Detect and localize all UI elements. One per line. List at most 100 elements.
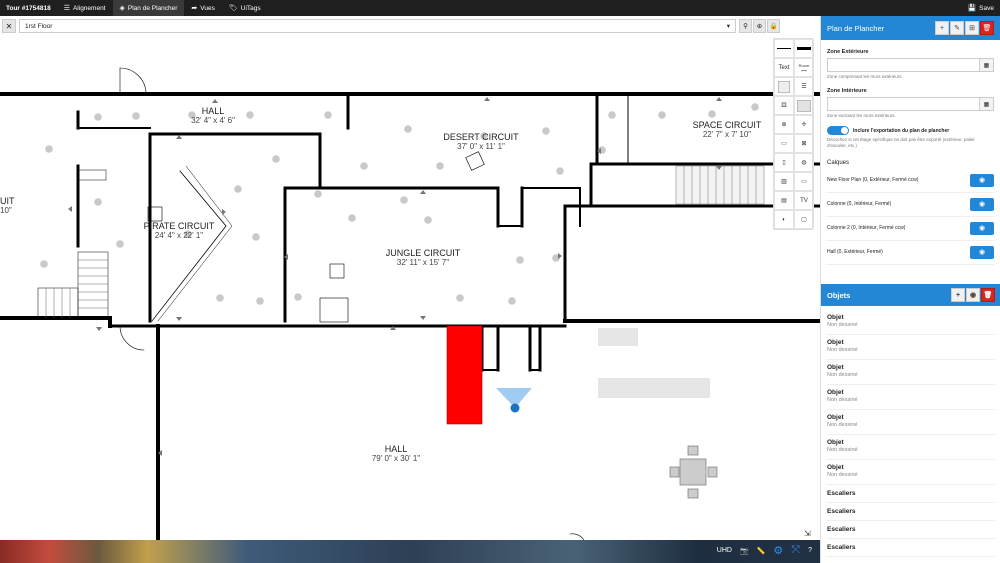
zoom-button[interactable]: ⊕ [753, 19, 766, 33]
object-title: Objet [827, 414, 844, 421]
floor-plan-canvas[interactable]: HALL 32' 4" x 4' 6" DESERT CIRCUIT 37' 0… [0, 16, 820, 563]
table-tool[interactable]: ⊕ [774, 115, 794, 134]
settings-icon[interactable]: ⚙ [773, 545, 784, 557]
layer-name: New Floor Plan (0, Extérieur, Fermé ccw) [827, 177, 919, 184]
floor-select[interactable]: 1rst Floor ▾ [19, 19, 736, 33]
trash-icon: 🗑 [982, 25, 992, 32]
layer-row[interactable]: Colonne (0, Intérieur, Fermé)◉ [827, 193, 994, 217]
tab-label: Plan de Plancher [127, 4, 178, 12]
dining-tool[interactable]: ✢ [794, 115, 814, 134]
text-tool[interactable]: Text [774, 58, 794, 77]
calculator-button[interactable]: ▦ [980, 58, 994, 72]
add-button[interactable]: + [935, 21, 949, 35]
square-icon [778, 80, 790, 93]
tv-tool[interactable]: TV [794, 191, 814, 210]
expand-icon[interactable]: ⇲ [804, 529, 811, 538]
list-item[interactable]: Escaliers [827, 539, 995, 557]
room-label-space-circuit: SPACE CIRCUIT 22' 7" x 7' 10" [676, 120, 778, 139]
tab-alignement[interactable]: ☰Alignement [57, 0, 113, 16]
room-tool[interactable]: Room⟷ [794, 58, 814, 77]
layer-row[interactable]: Colonne 2 (0, Intérieur, Fermé ccw) ◉ [827, 217, 994, 241]
close-icon: ✕ [5, 21, 13, 31]
room-dims: 32' 11" x 15' 7" [396, 258, 450, 267]
calculator-button[interactable]: ▦ [980, 97, 994, 111]
room-dims: 37' 0" x 11' 1" [457, 142, 505, 151]
room-dims: 79' 0" x 30' 1" [371, 454, 421, 463]
object-status: Non dessiné [827, 322, 858, 328]
object-status: Non dessiné [827, 372, 858, 378]
floor-toolbar: ✕ 1rst Floor ▾ ⚲ ⊕ 🔒 [2, 19, 780, 33]
layer-name: Colonne 2 (0, Intérieur, Fermé ccw) [827, 225, 906, 232]
list-item[interactable]: Escaliers [827, 485, 995, 503]
wardrobe-tool[interactable]: ▥ [774, 172, 794, 191]
zone-exterieure-input[interactable] [827, 58, 980, 72]
include-export-help: Décochez si cet étage spécifique ne doit… [827, 137, 975, 149]
camera-icon[interactable]: 📷 [739, 547, 749, 555]
edit-button[interactable]: ✎ [950, 21, 964, 35]
visibility-button[interactable]: ◉ [970, 197, 994, 211]
tab-vues[interactable]: ➦Vues [184, 0, 221, 16]
location-button[interactable]: ⚲ [739, 19, 752, 33]
layer-row[interactable]: New Floor Plan (0, Extérieur, Fermé ccw)… [827, 169, 994, 193]
tab-uitags[interactable]: 🏷UiTags [222, 0, 268, 16]
bathtub-tool[interactable]: ▢ [794, 210, 814, 229]
floor-plan-drawing[interactable] [0, 16, 820, 563]
floor-tile-tool[interactable] [774, 77, 794, 96]
stairs-tool[interactable]: ☰ [794, 77, 814, 96]
toilet-icon: ◍ [801, 160, 807, 166]
top-bar: Tour #1754818 ☰Alignement ◈Plan de Planc… [0, 0, 1000, 16]
stove-tool[interactable]: ⚃ [774, 96, 794, 115]
eye-icon: ◉ [978, 249, 986, 257]
monitor-tool[interactable]: ▭ [794, 172, 814, 191]
delete-button[interactable]: 🗑 [980, 21, 994, 35]
room-label-pirate-circuit: PIRATE CIRCUIT 24' 4" x 22' 1" [126, 221, 232, 240]
add-object-button[interactable]: + [951, 288, 965, 302]
toilet-tool[interactable]: ◍ [794, 153, 814, 172]
visibility-button[interactable]: ◉ [970, 173, 994, 187]
fridge-tool[interactable]: ▯ [774, 153, 794, 172]
shelf-tool[interactable]: ▤ [774, 191, 794, 210]
thick-wall-tool[interactable] [794, 39, 814, 58]
object-status: Non dessiné [827, 472, 858, 478]
tab-plan-de-plancher[interactable]: ◈Plan de Plancher [112, 0, 185, 16]
room-name: HALL [201, 106, 225, 116]
share-icon: ➦ [191, 4, 198, 12]
zone-interieure-input[interactable] [827, 97, 980, 111]
grid-icon: ⊞ [969, 25, 975, 32]
visibility-button[interactable]: ◉ [970, 245, 994, 259]
thin-line-icon [777, 47, 791, 50]
help-icon[interactable]: ? [808, 547, 812, 554]
include-export-toggle[interactable] [827, 126, 849, 135]
delete-object-button[interactable]: 🗑 [981, 288, 995, 302]
floor-select-value: 1rst Floor [25, 22, 53, 30]
grid-button[interactable]: ⊞ [965, 21, 979, 35]
save-button[interactable]: 💾Save [967, 0, 994, 16]
lock-button[interactable]: 🔒 [767, 19, 780, 33]
uhd-toggle[interactable]: UHD [716, 547, 732, 554]
sink-tool[interactable]: ▭ [774, 134, 794, 153]
toggle-visibility-button[interactable]: ◉ [966, 288, 980, 302]
layer-row[interactable]: Hall (0, Extérieur, Fermé)◉ [827, 241, 994, 265]
measure-icon[interactable]: 📏 [756, 547, 766, 555]
zone-interieure-label: Zone Intérieure [827, 88, 867, 94]
close-button[interactable]: ✕ [2, 19, 16, 33]
bottle-tool[interactable]: ◐ [774, 210, 794, 229]
object-title: Objet [827, 464, 844, 471]
list-item[interactable]: Escaliers [827, 503, 995, 521]
room-label-desert-circuit: DESERT CIRCUIT 37' 0" x 11' 1" [420, 132, 542, 151]
cross-box-tool[interactable]: ⊠ [794, 134, 814, 153]
object-status: Non dessiné [827, 397, 858, 403]
visibility-button[interactable]: ◉ [970, 221, 994, 235]
thin-wall-tool[interactable] [774, 39, 794, 58]
counter-tool[interactable] [794, 96, 814, 115]
viewer-toolbar: UHD 📷 📏 ⚙ ⤧ ? [717, 544, 812, 557]
list-item[interactable]: Escaliers [827, 521, 995, 539]
fullscreen-icon[interactable]: ⤧ [791, 544, 801, 556]
